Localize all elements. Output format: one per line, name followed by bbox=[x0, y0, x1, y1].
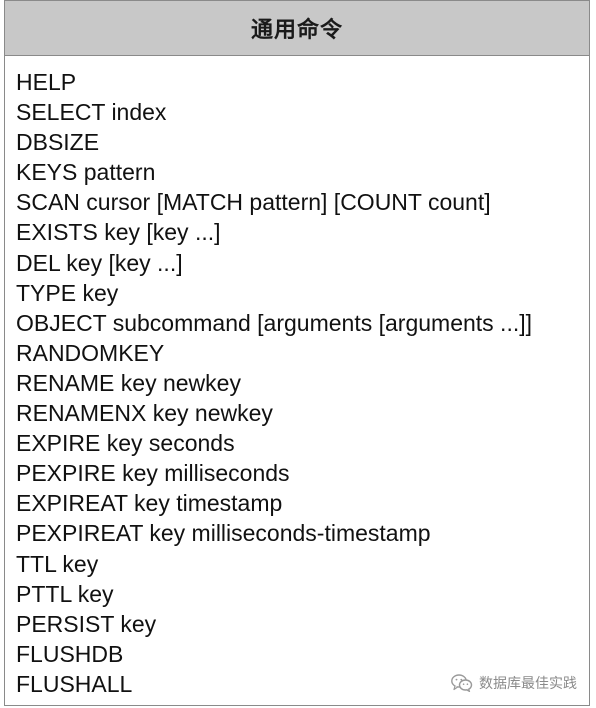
command-item: RENAMENX key newkey bbox=[16, 400, 273, 427]
command-item: RANDOMKEY bbox=[16, 339, 165, 366]
command-item: PEXPIREAT key milliseconds-timestamp bbox=[16, 520, 431, 547]
command-item: DEL key [key ...] bbox=[16, 249, 183, 276]
command-table: 通用命令 HELP SELECT index DBSIZE KEYS patte… bbox=[4, 0, 590, 706]
command-item: EXPIRE key seconds bbox=[16, 430, 235, 457]
table-title: 通用命令 bbox=[250, 18, 343, 43]
command-item: HELP bbox=[16, 69, 77, 95]
command-item: KEYS pattern bbox=[16, 159, 156, 186]
command-item: PEXPIRE key milliseconds bbox=[16, 460, 290, 487]
command-item: SCAN cursor [MATCH pattern] [COUNT count… bbox=[16, 189, 491, 216]
watermark-text: 数据库最佳实践 bbox=[479, 676, 577, 692]
command-list: HELP SELECT index DBSIZE KEYS pattern SC… bbox=[5, 56, 589, 699]
command-item: EXPIREAT key timestamp bbox=[16, 490, 283, 517]
table-header: 通用命令 bbox=[5, 1, 589, 56]
command-item: TYPE key bbox=[16, 279, 119, 306]
command-item: DBSIZE bbox=[16, 129, 100, 156]
command-item: FLUSHALL bbox=[16, 670, 133, 697]
command-item: SELECT index bbox=[16, 99, 167, 126]
command-item: FLUSHDB bbox=[16, 640, 124, 667]
command-item: PTTL key bbox=[16, 580, 114, 607]
command-item: PERSIST key bbox=[16, 610, 157, 637]
wechat-icon bbox=[451, 674, 473, 692]
command-item: TTL key bbox=[16, 550, 99, 577]
watermark: 数据库最佳实践 bbox=[451, 673, 577, 693]
command-item: EXISTS key [key ...] bbox=[16, 219, 221, 246]
command-item: OBJECT subcommand [arguments [arguments … bbox=[16, 309, 533, 336]
command-item: RENAME key newkey bbox=[16, 369, 241, 396]
